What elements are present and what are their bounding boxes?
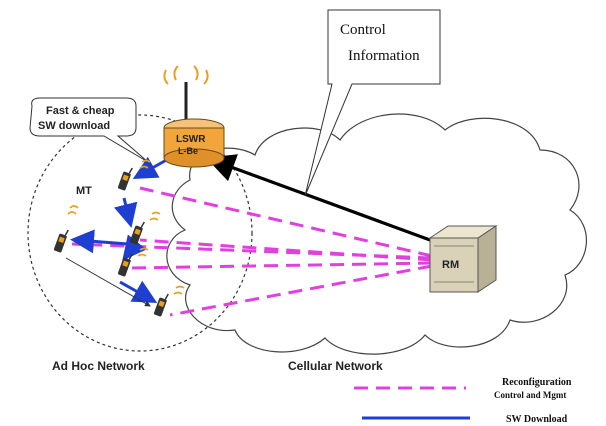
- mobile-terminal-3: [129, 221, 145, 245]
- sw-arrow-mt4-mt5: [119, 280, 158, 303]
- reconfig-line-mt5: [169, 264, 433, 317]
- control-label-line1: Control: [340, 22, 386, 38]
- mobile-terminal-2: [53, 229, 69, 253]
- sw-arrow-mt3-mt2: [70, 229, 129, 254]
- lswr-router: LSWR L-Be: [163, 65, 225, 168]
- control-info-callout: Control Information: [304, 9, 441, 197]
- mobile-terminal-1: [117, 167, 133, 191]
- legend-sw-label: SW Download: [506, 414, 568, 425]
- sw-arrow-router-mt1: [132, 156, 171, 179]
- legend: Reconfiguration Control and Mgmt SW Down…: [354, 377, 572, 425]
- terminal-signal-icons: [67, 159, 185, 295]
- cellular-network-cloud: [166, 113, 587, 355]
- reconfig-line-mt2: [71, 242, 433, 260]
- lswr-label-line1: LSWR: [176, 134, 206, 145]
- relay-arrow: [65, 257, 151, 307]
- callout-sw-line2: SW download: [38, 120, 110, 132]
- sw-arrow-mt1-mt3: [113, 197, 138, 228]
- sw-arrow-mt3-mt4: [122, 234, 147, 261]
- legend-reconfig-line1: Reconfiguration: [502, 377, 572, 388]
- mobile-terminal-5: [153, 293, 169, 317]
- cellular-network-label: Cellular Network: [288, 359, 383, 373]
- reconfig-line-mt3: [139, 238, 433, 262]
- sw-download-callout: Fast & cheap SW download: [29, 97, 149, 163]
- reconfig-lines: [71, 186, 433, 317]
- reconfig-line-mt4: [131, 261, 433, 270]
- control-arrow: [205, 154, 431, 242]
- legend-reconfig-line2: Control and Mgmt: [494, 390, 566, 400]
- reconfig-line-mt1: [139, 186, 433, 258]
- rm-server: RM: [428, 225, 498, 293]
- rm-label: RM: [442, 259, 459, 271]
- adhoc-network-label: Ad Hoc Network: [52, 359, 145, 373]
- sw-download-arrows: [70, 156, 171, 303]
- control-label-line2: Information: [348, 48, 420, 64]
- adhoc-network-boundary: [27, 114, 253, 352]
- router-signal-icon: [163, 65, 209, 85]
- mt-label: MT: [76, 185, 92, 197]
- mobile-terminal-4: [117, 253, 133, 277]
- callout-sw-line1: Fast & cheap: [46, 105, 115, 117]
- lswr-label-line2: L-Be: [178, 146, 198, 156]
